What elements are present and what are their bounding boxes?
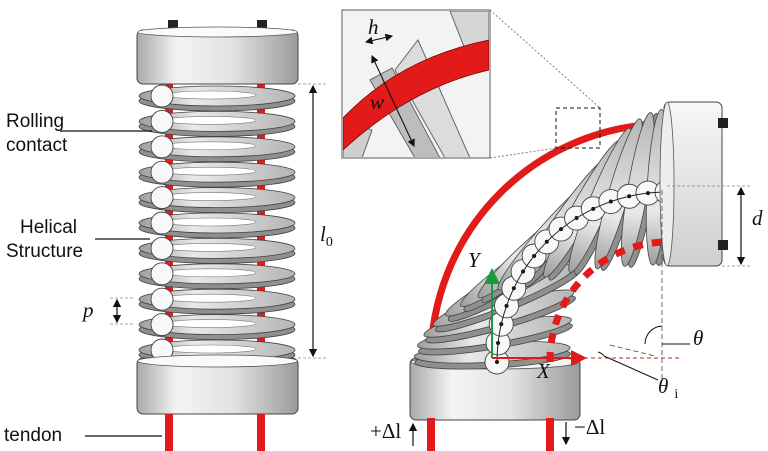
rolling-ball — [150, 313, 174, 337]
inner-tendon-arc — [546, 238, 668, 363]
theta-label: θ — [693, 326, 704, 350]
neutral-axis-curve — [496, 191, 668, 363]
rolling-ball — [150, 135, 174, 159]
helix-disk-highlight — [163, 268, 257, 278]
rolling-ball — [150, 211, 174, 235]
length-label: l0 — [320, 222, 333, 251]
detail-inset — [341, 9, 601, 159]
tendon-label: tendon — [4, 425, 63, 446]
d-label: d — [752, 206, 763, 230]
helical-structure-label-line2: Structure — [6, 241, 84, 262]
outer-tendon-arc — [427, 120, 668, 363]
y-axis-label: Y — [468, 248, 480, 272]
helix-disk-highlight — [163, 166, 257, 176]
rolling-ball — [150, 287, 174, 311]
rolling-ball — [150, 160, 174, 184]
bottom-end-cap — [136, 354, 299, 415]
callout-box — [555, 107, 601, 149]
tip-end-cap — [659, 101, 728, 267]
helix-disk-highlight — [163, 116, 257, 125]
tendon-right-a — [427, 418, 435, 451]
h-dimension-line — [364, 33, 394, 45]
rolling-ball — [150, 84, 174, 108]
w-label: w — [370, 90, 385, 114]
bent-rolling-contacts — [484, 179, 680, 375]
straight-actuator — [60, 20, 326, 451]
h-label: h — [368, 15, 379, 39]
rolling-contact-label-line2: contact — [6, 135, 68, 156]
pitch-label: p — [83, 298, 94, 322]
rolling-ball — [150, 186, 174, 210]
helix-disk-highlight — [163, 90, 257, 100]
helix-disk-highlight — [163, 192, 257, 201]
w-dimension-line — [371, 55, 415, 147]
rolling-ball — [150, 109, 174, 133]
helix-disk-highlight — [163, 344, 257, 354]
x-axis-label: X — [537, 359, 550, 383]
top-end-cap — [136, 20, 299, 85]
helical-structure-label-line1: Helical — [20, 217, 78, 238]
minus-delta-l-label: −Δl — [574, 415, 606, 439]
rolling-contact-column — [150, 84, 174, 362]
helix-disk-highlight — [163, 141, 257, 151]
tendon-right-b — [546, 418, 554, 451]
helix-disk-highlight — [163, 243, 257, 252]
rolling-contact-label-line1: Rolling — [6, 111, 65, 132]
helical-disk-stack — [138, 85, 296, 366]
helix-disk-highlight — [163, 319, 257, 328]
bent-actuator — [408, 101, 752, 451]
plus-delta-l-label: +Δl — [370, 419, 402, 443]
helix-disk-highlight — [163, 293, 257, 303]
rolling-ball — [150, 262, 174, 286]
helix-disk-highlight — [163, 217, 257, 227]
rolling-ball — [150, 236, 174, 260]
theta-i-leader — [603, 355, 659, 381]
